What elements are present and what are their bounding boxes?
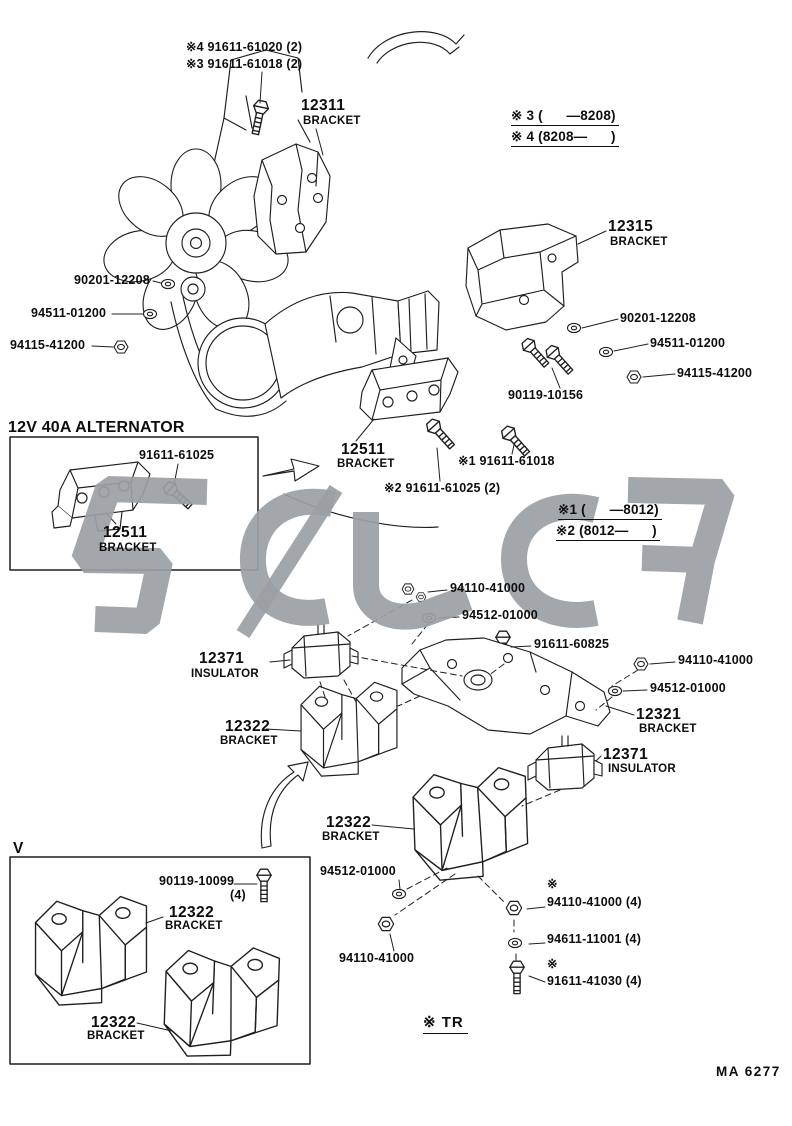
callout-90119-10099: 90119-10099 [159, 874, 235, 888]
part-12315-number: 12315 [608, 218, 654, 235]
callout-94512-01000-right: 94512-01000 [650, 681, 726, 695]
part-12311-number: 12311 [301, 97, 346, 114]
callout-91611-60825: 91611-60825 [534, 637, 610, 651]
ref-mark-b: ※ [547, 957, 558, 971]
part-12321-name: BRACKET [639, 723, 697, 735]
doc-code: MA 6277 [716, 1064, 781, 1079]
callout-90119-10156: 90119-10156 [508, 388, 584, 402]
callout-90119-10099-qty: (4) [230, 888, 246, 902]
callout-94115-41200-left: 94115-41200 [10, 338, 86, 352]
callout-90201-12208-right: 90201-12208 [620, 311, 696, 325]
callout-94512-01000-bottom: 94512-01000 [320, 864, 396, 878]
callout-94110-41000-qty4: 94110-41000 (4) [547, 895, 642, 909]
view-v-box [9, 856, 311, 1065]
callout-94110-41000-bottom: 94110-41000 [339, 951, 415, 965]
part-12322-box1-number: 12322 [169, 904, 215, 921]
bracket-12315-drawing [465, 223, 579, 331]
part-12311-name: BRACKET [303, 115, 361, 127]
callout-94511-01200-left: 94511-01200 [31, 306, 107, 320]
part-12371-left-number: 12371 [199, 650, 245, 667]
part-12511-inset-number: 12511 [103, 524, 148, 541]
bracket-12311-drawing [253, 143, 331, 255]
part-12371-right-number: 12371 [603, 746, 649, 763]
bracket-12511-drawing [359, 357, 459, 421]
part-12511-number: 12511 [341, 441, 386, 458]
part-12322-upper-name: BRACKET [220, 735, 278, 747]
callout-91611-61025-mid: ※2 91611-61025 (2) [384, 481, 501, 495]
part-12322-box1-name: BRACKET [165, 920, 223, 932]
production-range-8208-line2: ※ 4 (8208— ) [511, 129, 619, 148]
part-12322-mid-number: 12322 [326, 814, 372, 831]
part-12322-mid-name: BRACKET [322, 831, 380, 843]
leader-lines [91, 71, 676, 1032]
note-tr: ※ TR [423, 1015, 468, 1034]
callout-91611-41030: 91611-41030 (4) [547, 974, 642, 988]
callout-91611-61018-top: ※3 91611-61018 (2) [186, 57, 303, 71]
assembly-dashed-lines [319, 599, 639, 963]
callout-94611-11001: 94611-11001 (4) [547, 932, 642, 946]
inset-title-alternator: 12V 40A ALTERNATOR [8, 419, 185, 436]
inset-arrow [262, 458, 320, 482]
bracket-12321-drawing [401, 637, 611, 735]
callout-91611-61025-inset: 91611-61025 [139, 448, 215, 462]
production-range-8012-line1: ※1 ( —8012) [558, 502, 662, 521]
view-v-label: V [13, 840, 24, 857]
production-range-8012-line2: ※2 (8012— ) [556, 523, 660, 542]
callout-94512-01000-mid: 94512-01000 [462, 608, 538, 622]
fan [98, 148, 294, 340]
part-12322-box2-name: BRACKET [87, 1030, 145, 1042]
ref-mark-a: ※ [547, 877, 558, 891]
part-12322-upper-number: 12322 [225, 718, 271, 735]
callout-94110-41000-right: 94110-41000 [678, 653, 754, 667]
part-12315-name: BRACKET [610, 236, 668, 248]
production-range-8208-line1: ※ 3 ( —8208) [511, 108, 619, 127]
part-12371-left-name: INSULATOR [191, 668, 259, 680]
callout-90201-12208-left: 90201-12208 [74, 273, 150, 287]
part-12511-inset-name: BRACKET [99, 542, 157, 554]
part-12371-right-name: INSULATOR [608, 763, 676, 775]
part-12511-name: BRACKET [337, 458, 395, 470]
callout-94511-01200-right: 94511-01200 [650, 336, 726, 350]
callout-94110-41000-mid: 94110-41000 [450, 581, 526, 595]
callout-91611-61020: ※4 91611-61020 (2) [186, 40, 303, 54]
callout-94115-41200-right: 94115-41200 [677, 366, 753, 380]
rotation-arrow [260, 761, 309, 849]
callout-91611-61018-mid: ※1 91611-61018 [458, 454, 555, 468]
part-12322-box2-number: 12322 [91, 1014, 137, 1031]
part-12321-number: 12321 [636, 706, 682, 723]
